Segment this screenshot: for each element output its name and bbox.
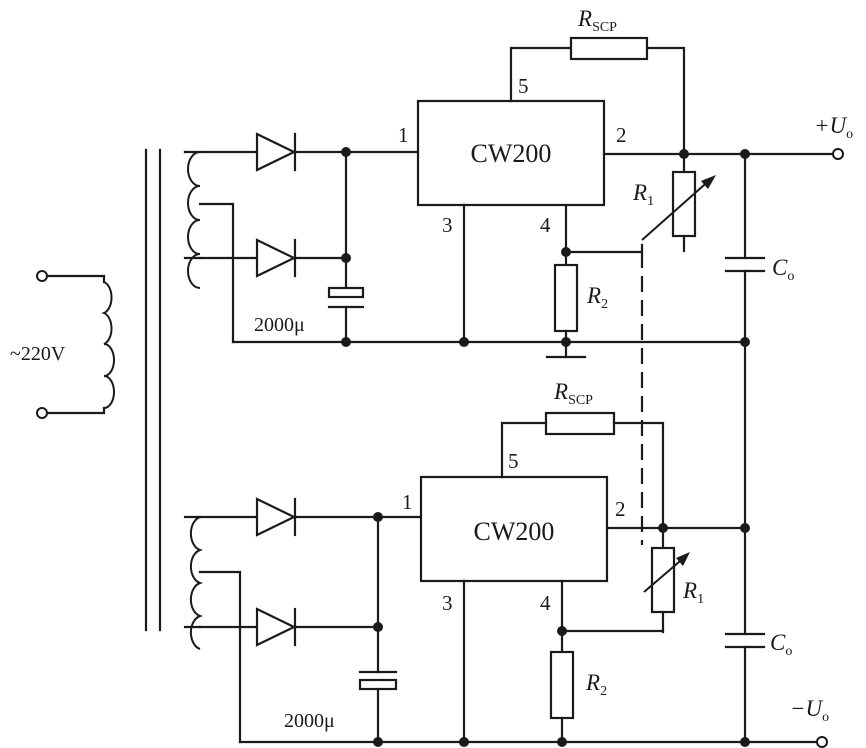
upper-secondary-winding: [187, 151, 201, 289]
upper-output-terminal[interactable]: [832, 148, 844, 160]
upper-rscp-label: RSCP: [577, 6, 617, 35]
lower-pin-2: 2: [615, 497, 626, 521]
upper-adj-wire: [564, 243, 644, 254]
lower-r1-label: R1: [682, 578, 704, 607]
lower-pin5-wire: [500, 421, 548, 479]
lower-rscp-resistor: [544, 411, 616, 436]
upper-r1-adjust-arrow: [641, 177, 713, 241]
upper-filter-capacitor: [327, 286, 365, 299]
transformer: ~220V: [10, 148, 162, 632]
lower-pin-5: 5: [508, 449, 519, 473]
lower-pin-1: 1: [402, 490, 413, 514]
lower-pin-4: 4: [540, 591, 551, 615]
lower-cw200-chip: [419, 475, 609, 583]
input-terminal-top[interactable]: [36, 270, 48, 282]
lower-regulator: CW200 1 2 3 4 5 RSCP R1 R2: [238, 379, 829, 748]
upper-chip-label: CW200: [471, 139, 552, 168]
upper-capacitor-value: 2000μ: [254, 314, 305, 336]
lower-rectifier: 2000μ: [183, 497, 423, 744]
lower-center-tap: [198, 570, 242, 744]
lower-diode-1: [255, 497, 297, 537]
lower-r2-label: R2: [585, 670, 607, 699]
lower-diode-2: [255, 607, 297, 647]
lower-co-label: Co: [770, 630, 792, 659]
lower-r1-adjust-arrow: [643, 555, 687, 593]
input-voltage-label: ~220V: [10, 343, 66, 365]
upper-rscp-resistor: [569, 36, 649, 61]
primary-wire-bottom: [45, 406, 106, 415]
primary-wire-top: [45, 274, 106, 284]
upper-diode-2: [255, 238, 297, 278]
lower-output-terminal[interactable]: [816, 736, 828, 748]
upper-pin-5: 5: [518, 74, 529, 98]
lower-rscp-out-wire: [612, 421, 665, 530]
lower-capacitor-value: 2000μ: [284, 710, 335, 732]
upper-pin-1: 1: [398, 123, 409, 147]
upper-r2-resistor: [553, 263, 579, 333]
primary-winding: [101, 281, 115, 409]
lower-secondary-winding: [189, 516, 204, 650]
lower-chip-label: CW200: [474, 517, 555, 546]
lower-r2-resistor: [549, 650, 575, 720]
upper-pin-2: 2: [616, 123, 627, 147]
lower-r1-resistor: [650, 546, 676, 614]
upper-r1-label: R1: [632, 180, 654, 209]
upper-pin-3: 3: [442, 213, 453, 237]
lower-rscp-label: RSCP: [553, 379, 593, 408]
upper-rectifier: 2000μ: [183, 132, 420, 344]
upper-center-tap: [198, 202, 235, 344]
upper-rscp-out-wire: [645, 46, 686, 156]
upper-cw200-chip: [416, 99, 606, 207]
upper-r2-label: R2: [586, 283, 608, 312]
lower-output-label: −Uo: [790, 696, 829, 725]
upper-pin5-wire: [509, 46, 573, 103]
input-terminal-bottom[interactable]: [36, 407, 48, 419]
upper-regulator: CW200 1 2 3 4 5 RSCP +Uo R1 R2: [231, 6, 853, 359]
upper-co-label: Co: [772, 255, 794, 284]
upper-pin-4: 4: [540, 213, 551, 237]
upper-diode-1: [255, 132, 297, 172]
upper-output-label: +Uo: [814, 113, 853, 142]
lower-pin-3: 3: [442, 591, 453, 615]
